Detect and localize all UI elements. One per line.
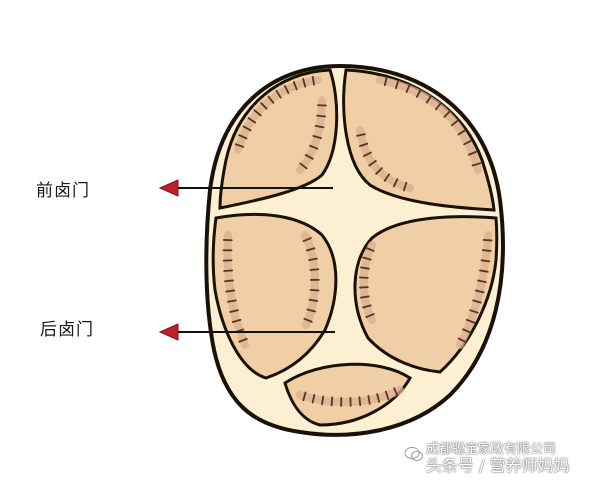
suture-tick [306, 308, 317, 313]
suture-tick [321, 395, 325, 406]
suture-tick [394, 79, 400, 90]
label-anterior-fontanelle: 前卤门 [36, 181, 90, 201]
arrow-posterior-icon [158, 323, 179, 341]
suture-tick [443, 110, 451, 118]
suture-tick [229, 309, 239, 313]
suture-tick [434, 102, 442, 111]
suture-tick [457, 129, 467, 136]
suture-tick [362, 256, 372, 261]
suture-tick [384, 390, 390, 401]
suture-tick [463, 139, 473, 146]
suture-tick [368, 159, 377, 167]
suture-tick [375, 167, 383, 175]
suture-tick [383, 76, 388, 87]
suture-tick [477, 279, 487, 284]
suture-tick [309, 144, 319, 150]
suture-tick [302, 237, 312, 243]
suture-tick [242, 125, 252, 132]
suture-tick [365, 247, 375, 252]
bone-occipital [283, 362, 412, 427]
suture-tick [283, 85, 290, 95]
watermark-company: 成都聪宝家政有限公司 [426, 442, 557, 457]
suture-tick [225, 289, 236, 293]
suture-tick [309, 268, 320, 271]
suture-tick [392, 178, 399, 188]
suture-tick [471, 162, 482, 167]
suture-tick [416, 88, 422, 98]
suture-tick [330, 396, 334, 407]
suture-tick [267, 95, 275, 104]
suture-tick [223, 269, 234, 272]
watermark-account: 头条号 / 营养师妈妈 [426, 456, 570, 475]
suture-tick [302, 391, 307, 402]
suture-tick [303, 317, 313, 323]
watermark: 成都聪宝家政有限公司 头条号 / 营养师妈妈 [400, 440, 600, 480]
suture-tick [425, 95, 433, 104]
suture-tick [299, 162, 308, 170]
suture-tick [482, 238, 493, 242]
label-posterior-fontanelle: 后卤门 [40, 320, 94, 340]
suture-tick [462, 328, 472, 334]
suture-tick [362, 151, 372, 157]
suture-tick [362, 304, 372, 309]
suture-tick [360, 266, 370, 270]
bone-frontal-left [218, 68, 339, 210]
suture-tick [383, 173, 391, 182]
suture-tick [238, 134, 248, 140]
suture-tick [474, 289, 485, 294]
suture-tick [231, 318, 242, 323]
suture-tick [469, 309, 479, 314]
suture-tick [465, 318, 476, 324]
suture-tick [376, 393, 381, 403]
suture-tick [457, 337, 467, 343]
suture-tick [312, 135, 322, 140]
suture-tick [314, 124, 325, 129]
suture-tick [302, 78, 307, 88]
suture-tick [308, 298, 319, 302]
suture-tick [305, 247, 316, 252]
suture-tick [309, 288, 320, 292]
suture-tick [253, 109, 262, 117]
suture-tick [227, 299, 237, 303]
suture-tick [234, 143, 245, 148]
suture-tick [405, 83, 411, 93]
suture-tick [316, 114, 327, 118]
suture-marks [222, 75, 493, 407]
suture-tick [247, 117, 257, 124]
suture-tick [356, 133, 366, 137]
suture-tick [304, 154, 314, 160]
suture-tick [450, 119, 459, 127]
suture-tick [260, 102, 268, 110]
suture-tick [238, 337, 248, 343]
arrow-anterior-icon [158, 179, 179, 197]
suture-tick [292, 81, 298, 91]
suture-tick [393, 387, 399, 397]
suture-tick [481, 249, 492, 252]
suture-tick [479, 269, 489, 273]
suture-tick [275, 89, 282, 99]
suture-tick [467, 150, 478, 156]
suture-tick [365, 313, 375, 319]
suture-tick [480, 259, 491, 263]
suture-tick [367, 395, 371, 405]
suture-tick [308, 257, 318, 262]
suture-tick [358, 142, 369, 148]
suture-tick [311, 393, 316, 404]
suture-tick [311, 75, 315, 86]
suture-tick [472, 299, 482, 304]
suture-tick [402, 181, 408, 192]
suture-tick [358, 396, 362, 407]
suture-tick [224, 279, 234, 283]
suture-tick [359, 295, 370, 299]
wechat-like-logo-icon [404, 447, 423, 461]
